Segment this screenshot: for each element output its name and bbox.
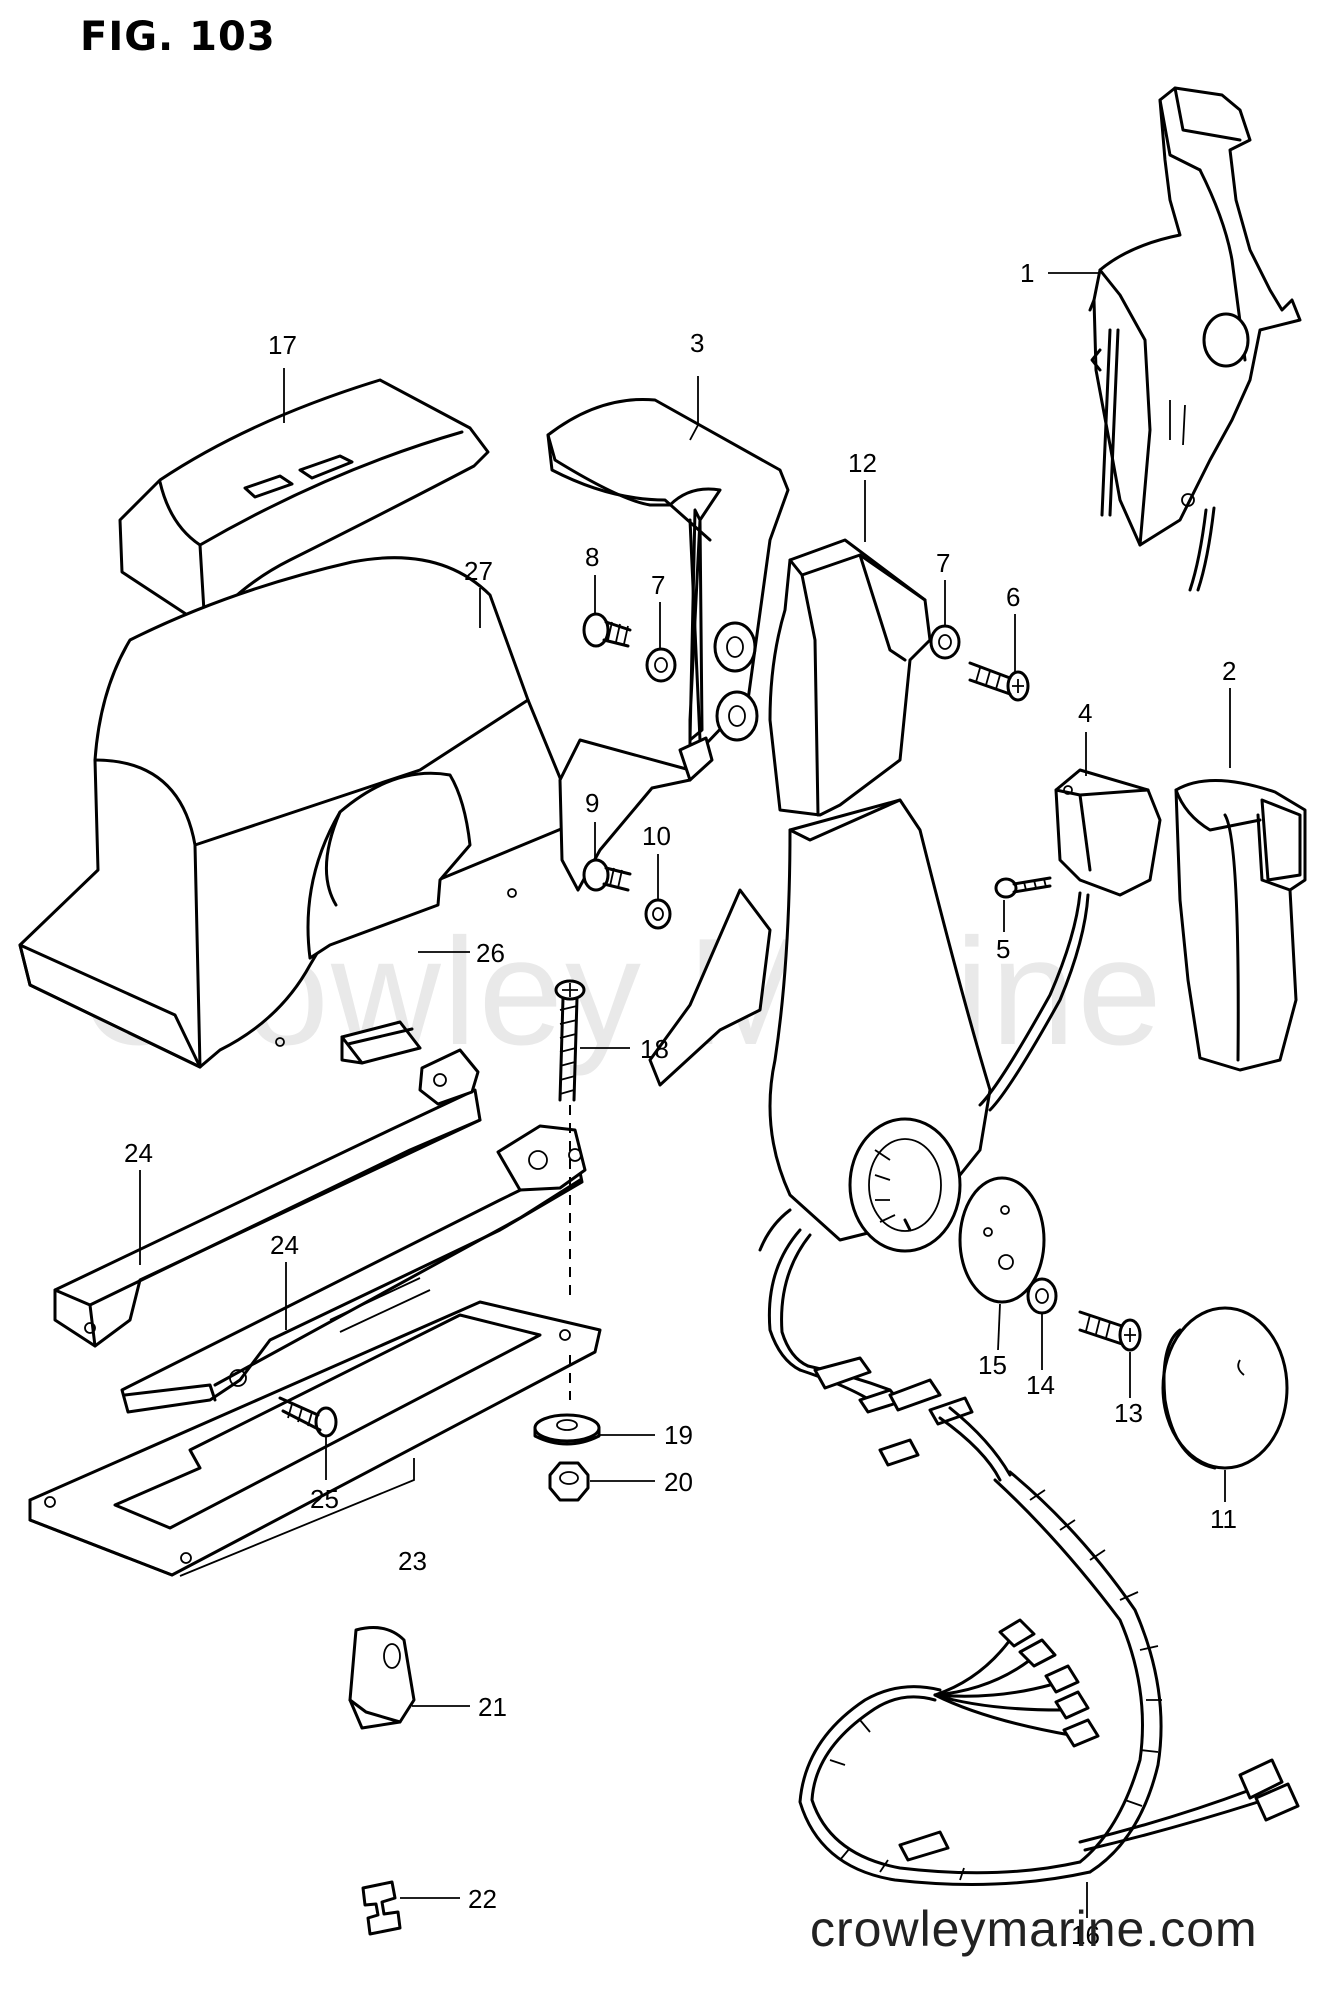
part-20-nut bbox=[548, 1461, 590, 1502]
part-labels: 1 2 3 4 5 6 7 7 8 9 10 11 12 13 14 15 16… bbox=[124, 258, 1237, 1950]
part-label-17: 17 bbox=[268, 330, 297, 360]
part-27-housing bbox=[18, 556, 582, 1069]
part-11-cap bbox=[1161, 1306, 1289, 1470]
part-label-22: 22 bbox=[468, 1884, 497, 1914]
part-label-2: 2 bbox=[1222, 656, 1236, 686]
part-label-16: 16 bbox=[1071, 1920, 1100, 1950]
part-3-handle-arm bbox=[546, 397, 790, 1087]
part-18-screw bbox=[554, 979, 586, 1400]
part-22-clip bbox=[361, 1880, 402, 1936]
part-label-13: 13 bbox=[1114, 1398, 1143, 1428]
part-24-bracket-upper bbox=[53, 1048, 482, 1348]
part-label-8: 8 bbox=[585, 542, 599, 572]
part-label-4: 4 bbox=[1078, 698, 1092, 728]
part-6-screw bbox=[968, 661, 1030, 702]
figure-title: FIG. 103 bbox=[80, 14, 276, 60]
part-label-25: 25 bbox=[310, 1484, 339, 1514]
part-label-1: 1 bbox=[1020, 258, 1034, 288]
part-25-screw bbox=[278, 1396, 338, 1438]
part-label-26: 26 bbox=[476, 938, 505, 968]
part-5-screw bbox=[994, 876, 1052, 899]
part-24-bracket-lower bbox=[120, 1124, 587, 1414]
part-10-washer bbox=[644, 898, 672, 930]
part-16-wiring-harness bbox=[758, 1208, 1300, 1886]
part-label-7a: 7 bbox=[651, 570, 665, 600]
part-14-washer bbox=[1026, 1277, 1058, 1315]
site-url: crowleymarine.com bbox=[810, 1901, 1258, 1957]
part-8-bolt bbox=[582, 612, 632, 648]
part-label-24a: 24 bbox=[124, 1138, 153, 1168]
part-label-7b: 7 bbox=[936, 548, 950, 578]
part-label-23: 23 bbox=[398, 1546, 427, 1576]
part-label-21: 21 bbox=[478, 1692, 507, 1722]
part-label-9: 9 bbox=[585, 788, 599, 818]
part-label-27: 27 bbox=[464, 556, 493, 586]
part-9-bolt bbox=[582, 858, 632, 892]
part-21-clip bbox=[348, 1626, 416, 1730]
part-label-19: 19 bbox=[664, 1420, 693, 1450]
part-15-disc bbox=[958, 1176, 1046, 1304]
part-13-screw bbox=[1078, 1310, 1142, 1352]
part-4-switch bbox=[978, 768, 1162, 1112]
part-label-12: 12 bbox=[848, 448, 877, 478]
part-2-grip-cover bbox=[1174, 778, 1307, 1072]
part-label-5: 5 bbox=[996, 934, 1010, 964]
part-1-control-assembly bbox=[1088, 86, 1302, 592]
part-label-18: 18 bbox=[640, 1034, 669, 1064]
part-7-washer-b bbox=[929, 624, 961, 660]
part-label-20: 20 bbox=[664, 1467, 693, 1497]
part-17-cover-plate bbox=[118, 378, 490, 630]
leader-lines bbox=[139, 272, 1231, 1918]
part-label-11: 11 bbox=[1210, 1504, 1237, 1534]
part-label-3: 3 bbox=[690, 328, 704, 358]
part-26-clip bbox=[340, 1020, 422, 1065]
part-label-10: 10 bbox=[642, 821, 671, 851]
part-23-base-plate bbox=[28, 1300, 602, 1577]
part-label-24b: 24 bbox=[270, 1230, 299, 1260]
part-12-lever-arm bbox=[768, 538, 992, 1253]
part-label-15: 15 bbox=[978, 1350, 1007, 1380]
part-label-14: 14 bbox=[1026, 1370, 1055, 1400]
part-19-washer bbox=[533, 1413, 601, 1446]
part-7-washer-a bbox=[645, 647, 677, 683]
part-label-6: 6 bbox=[1006, 582, 1020, 612]
